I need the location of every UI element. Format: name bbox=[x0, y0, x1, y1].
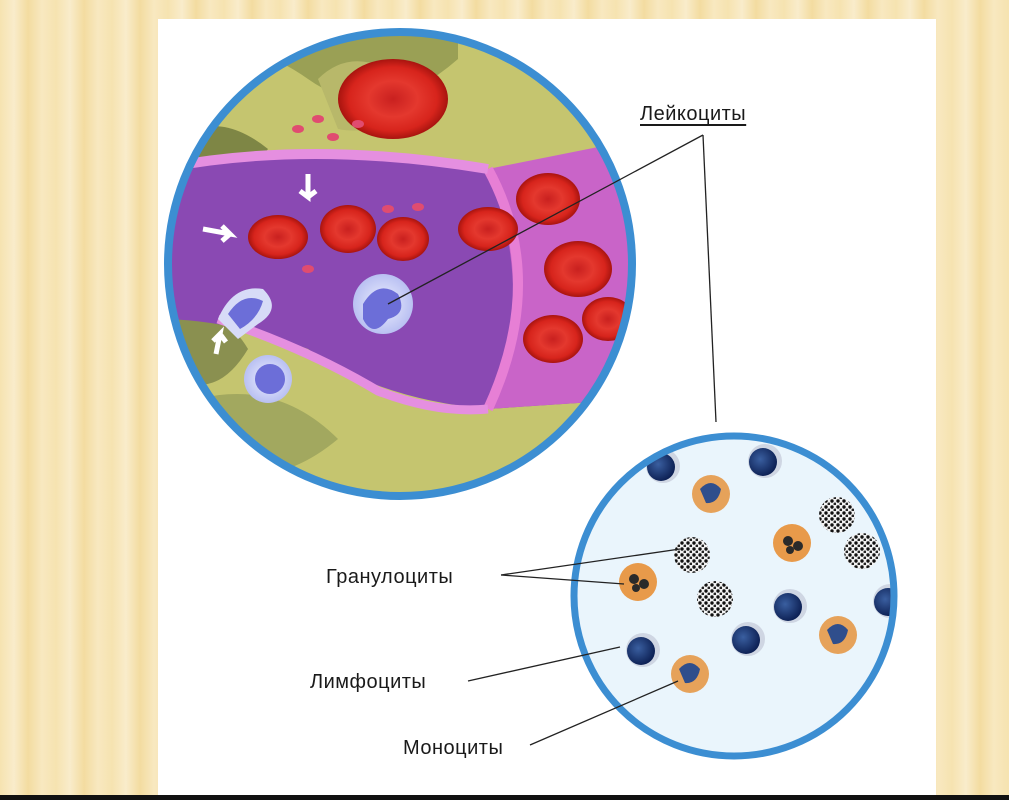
label-leukocytes: Лейкоциты bbox=[640, 103, 746, 126]
slide-panel: Лейкоциты Гранулоциты Лимфоциты Моноциты bbox=[158, 19, 936, 800]
capillary-illustration bbox=[158, 19, 658, 519]
label-monocytes: Моноциты bbox=[403, 737, 503, 760]
label-lymphocytes: Лимфоциты bbox=[310, 671, 426, 694]
label-granulocytes: Гранулоциты bbox=[326, 566, 453, 589]
leukocyte-diagram bbox=[158, 19, 936, 800]
blood-smear bbox=[558, 419, 918, 779]
bottom-border bbox=[0, 795, 1009, 800]
